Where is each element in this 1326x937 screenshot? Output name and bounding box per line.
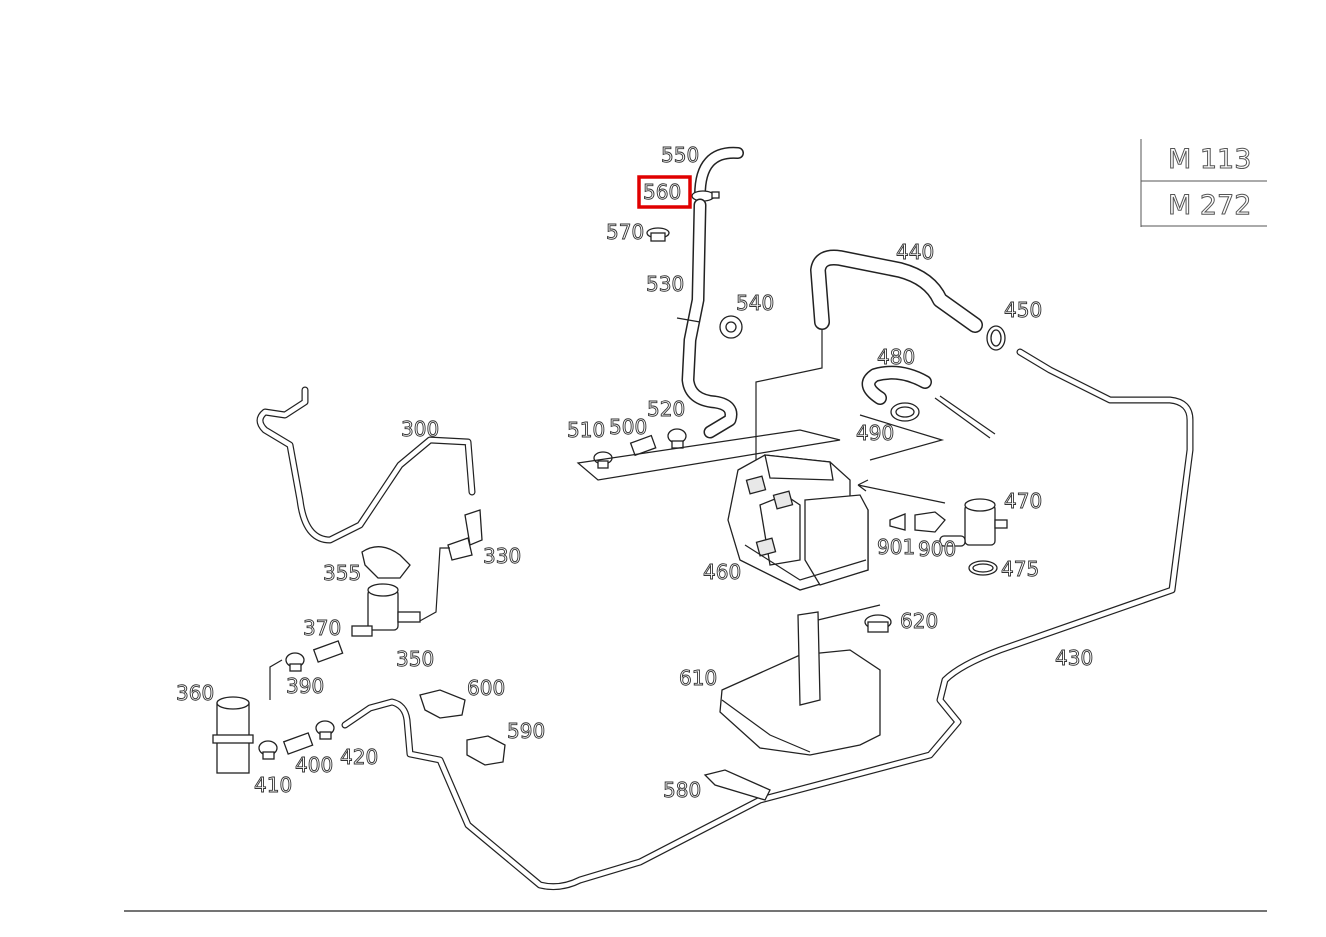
bracket-610[interactable] [719,611,881,756]
seal-475[interactable] [968,560,998,576]
clamp-420[interactable] [315,720,335,740]
arrow-to-tank [857,479,946,504]
callout-500[interactable]: 500 [609,415,648,440]
callout-570[interactable]: 570 [606,220,645,245]
callout-900[interactable]: 900 [918,537,957,562]
callout-540[interactable]: 540 [736,291,775,316]
grommet-540[interactable] [719,315,743,339]
callout-901[interactable]: 901 [877,535,916,560]
callout-420[interactable]: 420 [340,745,379,770]
bracket-355[interactable] [361,546,411,579]
holder-580[interactable] [703,769,771,801]
callout-430[interactable]: 430 [1055,646,1094,671]
clamp-490[interactable] [890,402,920,422]
model-m113: M 113 [1168,144,1251,175]
hose-370[interactable] [312,640,344,663]
callout-530[interactable]: 530 [646,272,685,297]
plug-570[interactable] [646,227,670,242]
callout-600[interactable]: 600 [467,676,506,701]
hose-300[interactable] [256,386,476,544]
filter-360[interactable] [212,696,254,774]
leader-610-620 [817,604,881,621]
leader-330 [417,547,450,623]
callout-450[interactable]: 450 [1004,298,1043,323]
callout-610[interactable]: 610 [679,666,718,691]
callouts: 550 560 570 530 540 510 500 520 440 450 … [176,143,1094,803]
callout-390[interactable]: 390 [286,674,325,699]
callout-355[interactable]: 355 [323,561,362,586]
clamp-410[interactable] [258,740,278,760]
callout-350[interactable]: 350 [396,647,435,672]
callout-400[interactable]: 400 [295,753,334,778]
reservoir-460[interactable] [727,454,869,591]
holder-590[interactable] [466,735,506,766]
callout-580[interactable]: 580 [663,778,702,803]
bracket-line-480 [859,414,945,461]
callout-300[interactable]: 300 [401,417,440,442]
callout-410[interactable]: 410 [254,773,293,798]
bracket-line-500 [576,429,841,481]
callout-330[interactable]: 330 [483,544,522,569]
clamp-520[interactable] [667,428,687,449]
model-m272: M 272 [1168,190,1251,221]
callout-470[interactable]: 470 [1004,489,1043,514]
leader-440-tank [755,330,823,460]
hose-430[interactable] [341,348,1194,891]
clamp-390[interactable] [285,652,305,672]
connector-900[interactable] [914,511,946,533]
callout-370[interactable]: 370 [303,616,342,641]
callout-360[interactable]: 360 [176,681,215,706]
hose-440[interactable] [810,249,983,333]
holder-600[interactable] [419,689,466,719]
callout-440[interactable]: 440 [896,240,935,265]
hose-500[interactable] [629,434,657,457]
hose-400[interactable] [282,732,314,755]
callout-550[interactable]: 550 [661,143,700,168]
hose-550[interactable] [694,146,744,201]
vent-line [934,395,996,439]
hose-480[interactable] [861,365,932,405]
callout-620[interactable]: 620 [900,609,939,634]
callout-510[interactable]: 510 [567,418,606,443]
model-table: M 113 M 272 [1140,139,1267,227]
clamp-450[interactable] [986,325,1006,351]
hose-530[interactable] [676,198,738,439]
connector-901[interactable] [889,513,906,531]
callout-480[interactable]: 480 [877,345,916,370]
elbow-330[interactable] [447,509,483,561]
callout-475[interactable]: 475 [1001,557,1040,582]
grommet-620[interactable] [864,614,892,633]
pump-470[interactable] [939,498,1008,547]
highlight-box-560 [637,175,692,209]
callout-520[interactable]: 520 [647,397,686,422]
clamp-560[interactable] [691,190,720,202]
valve-350[interactable] [351,583,421,637]
leader-360 [269,659,283,700]
callout-460[interactable]: 460 [703,560,742,585]
callout-490[interactable]: 490 [856,421,895,446]
callout-590[interactable]: 590 [507,719,546,744]
callout-560[interactable]: 560 [643,180,682,205]
